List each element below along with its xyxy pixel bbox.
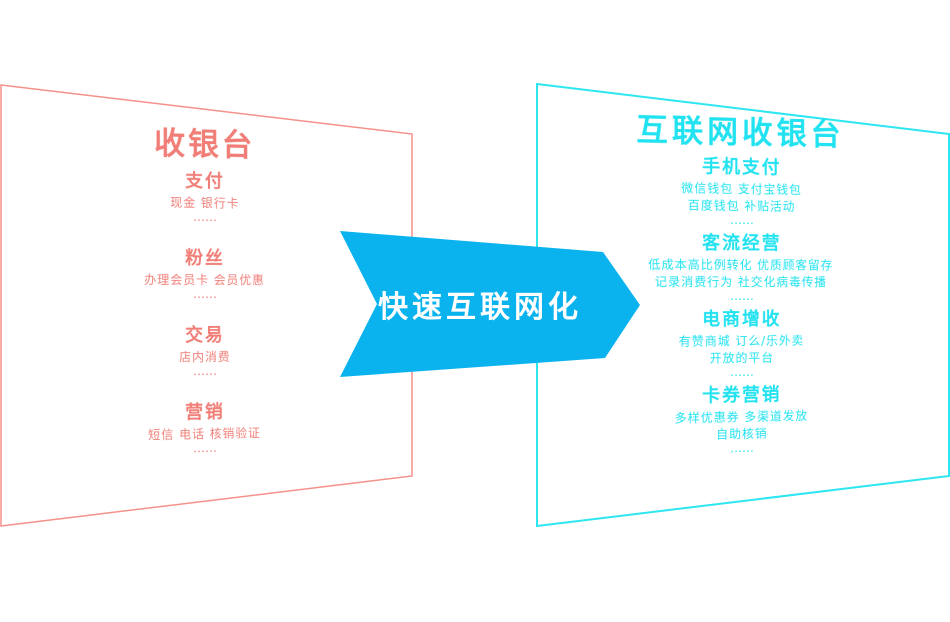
section-title: 手机支付	[702, 156, 782, 179]
section-title: 粉丝	[185, 247, 225, 270]
right-section-traffic: 客流经营 低成本高比例转化 优质顾客留存 记录消费行为 社交化病毒传播 ……	[574, 232, 901, 304]
right-section-mobile-payment: 手机支付 微信钱包 支付宝钱包 百度钱包 补贴活动 ……	[574, 154, 901, 227]
left-section-marketing: 营销 短信 电话 核销验证 ……	[37, 400, 364, 457]
left-panel-frame	[0, 84, 413, 527]
left-section-payment: 支付 现金 银行卡 ……	[37, 168, 364, 225]
chevron-arrow-right-icon	[340, 231, 640, 377]
right-panel-frame	[536, 82, 950, 528]
right-section-ecommerce: 电商增收 有赞商城 订么/乐外卖 开放的平台 ……	[574, 309, 901, 380]
arrow-label: 快速互联网化	[378, 290, 582, 325]
section-line: 低成本高比例转化 优质顾客留存	[648, 257, 834, 273]
left-panel-cashier: 收银台 支付 现金 银行卡 …… 粉丝 办理会员卡 会员优惠 …… 交易 店内消…	[37, 125, 364, 483]
ellipsis: ……	[193, 363, 217, 379]
section-title: 交易	[185, 324, 225, 347]
right-section-coupons: 卡券营销 多样优惠券 多渠道发放 自助核销 ……	[574, 383, 901, 458]
section-title: 电商增收	[702, 308, 782, 331]
ellipsis: ……	[193, 286, 217, 302]
left-section-trade: 交易 店内消费 ……	[37, 324, 364, 379]
right-panel-internet-cashier: 互联网收银台 手机支付 微信钱包 支付宝钱包 百度钱包 补贴活动 …… 客流经营…	[574, 112, 901, 466]
ellipsis: ……	[730, 288, 754, 304]
section-title: 支付	[185, 170, 225, 193]
section-title: 客流经营	[702, 232, 782, 255]
left-section-fans: 粉丝 办理会员卡 会员优惠 ……	[37, 247, 364, 302]
